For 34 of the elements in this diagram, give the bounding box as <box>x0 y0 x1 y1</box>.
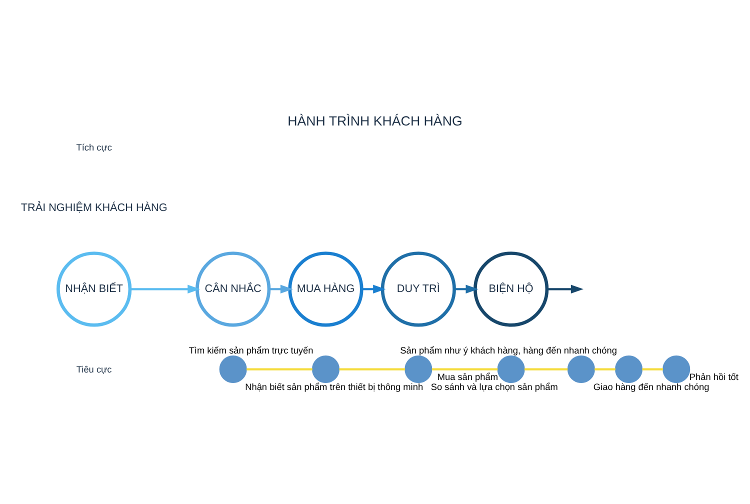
diagram-title: HÀNH TRÌNH KHÁCH HÀNG <box>288 113 462 128</box>
node-circle: NHẬN BIẾT <box>56 252 132 327</box>
arrow <box>547 284 584 294</box>
connector <box>642 368 663 370</box>
node-label: Mua sản phẩm <box>437 372 498 382</box>
node-label: Phản hồi tốt <box>689 372 738 382</box>
node-label: Sản phẩm như ý khách hàng, hàng đến nhanh chóng <box>400 345 617 356</box>
connector <box>594 368 616 370</box>
node-label: Nhận biết sản phẩm trên thiết bị thông minh <box>245 382 424 392</box>
node-label: So sánh và lựa chọn sản phẩm <box>430 382 558 392</box>
arrow <box>454 284 478 294</box>
connector <box>432 368 498 370</box>
node-circle <box>219 356 247 384</box>
label: Tích cực <box>76 142 112 152</box>
label: TRẢI NGHIỆM KHÁCH HÀNG <box>20 202 168 214</box>
node-circle: BIỆN HỘ <box>474 252 549 327</box>
node-circle: DUY TRÌ <box>380 252 456 327</box>
node-circle <box>615 356 643 384</box>
node-circle: MUA HÀNG <box>288 252 364 327</box>
arrow <box>130 284 200 294</box>
node-circle <box>312 356 340 384</box>
node-circle <box>404 356 432 384</box>
node-circle <box>567 356 595 384</box>
connector <box>524 368 568 370</box>
connector <box>246 368 312 370</box>
label: Tiêu cực <box>76 364 112 374</box>
node-label: Giao hàng đến nhanh chóng <box>593 382 710 392</box>
node-circle <box>662 356 690 384</box>
arrow <box>362 284 386 294</box>
connector <box>339 368 406 370</box>
node-label: Tìm kiếm sản phẩm trực tuyến <box>188 345 314 356</box>
arrow <box>269 284 293 294</box>
node-circle <box>497 356 525 384</box>
node-circle: CÂN NHẮC <box>196 252 271 327</box>
